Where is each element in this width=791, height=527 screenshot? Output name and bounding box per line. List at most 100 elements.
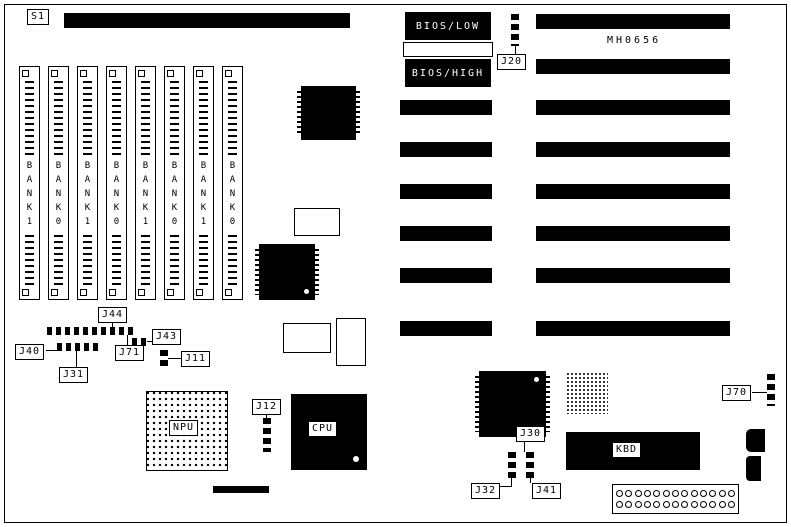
part-number: MH0656 bbox=[607, 35, 662, 46]
isa-slot-short-8 bbox=[400, 321, 492, 336]
j71-label: J71 bbox=[115, 345, 145, 361]
leader-line bbox=[524, 442, 525, 452]
simm-pin-row bbox=[199, 81, 208, 157]
keyboard-din-connector bbox=[746, 456, 761, 481]
ic-outline bbox=[294, 208, 340, 236]
bank-letter: K bbox=[113, 203, 120, 213]
j20-label: J20 bbox=[497, 54, 527, 70]
isa-slot-short-7 bbox=[400, 268, 492, 283]
simm-pin-row bbox=[199, 235, 208, 287]
kbd-chip: KBD bbox=[566, 432, 700, 470]
leader-line bbox=[500, 486, 512, 487]
isa-slot-long-3 bbox=[536, 100, 730, 115]
simm-notch bbox=[51, 289, 58, 296]
ic-outline bbox=[336, 318, 366, 366]
power-pin bbox=[643, 489, 651, 497]
leader-line bbox=[112, 322, 113, 327]
bank-letter: A bbox=[84, 175, 91, 185]
bank-letter: 1 bbox=[26, 217, 33, 227]
leader-line bbox=[168, 358, 181, 359]
simm-notch bbox=[109, 70, 116, 77]
power-pin bbox=[653, 489, 661, 497]
jumper-j41-pins bbox=[526, 452, 534, 478]
isa-slot-long-6 bbox=[536, 226, 730, 241]
bank-letter: B bbox=[171, 161, 178, 171]
bank-letter: N bbox=[84, 189, 91, 199]
dip-switch-s1 bbox=[64, 13, 350, 28]
isa-slot-short-4 bbox=[400, 142, 492, 157]
isa-slot-long-7 bbox=[536, 268, 730, 283]
power-pin bbox=[727, 489, 735, 497]
kbd-label: KBD bbox=[612, 442, 642, 458]
simm-pin-row bbox=[54, 81, 63, 157]
bank-letter: N bbox=[171, 189, 178, 199]
j40-label: J40 bbox=[15, 344, 45, 360]
bank-letter: A bbox=[26, 175, 33, 185]
bios-socket-outline bbox=[403, 42, 493, 57]
power-pin bbox=[634, 501, 642, 509]
power-pin bbox=[643, 501, 651, 509]
power-pin bbox=[718, 489, 726, 497]
npu-socket: NPU bbox=[146, 391, 228, 471]
j32-label: J32 bbox=[471, 483, 501, 499]
power-pin bbox=[625, 489, 633, 497]
isa-slot-long-5 bbox=[536, 184, 730, 199]
simm-notch bbox=[196, 70, 203, 77]
simm-notch bbox=[138, 70, 145, 77]
jumper-j43-pins bbox=[132, 338, 148, 346]
j30-label: J30 bbox=[516, 426, 546, 442]
ic-chip bbox=[255, 244, 319, 300]
power-pin bbox=[718, 501, 726, 509]
bank-letter: K bbox=[84, 203, 91, 213]
ic-outline bbox=[283, 323, 331, 353]
bank-letter: B bbox=[55, 161, 62, 171]
j70-label: J70 bbox=[722, 385, 752, 401]
power-pin bbox=[616, 489, 623, 497]
bank-letter: K bbox=[200, 203, 207, 213]
simm-notch bbox=[138, 289, 145, 296]
simm-notch bbox=[225, 70, 232, 77]
j44-label: J44 bbox=[98, 307, 128, 323]
npu-label: NPU bbox=[169, 420, 199, 436]
jumper-j11-pins bbox=[160, 350, 168, 366]
power-pin bbox=[699, 501, 707, 509]
bank-letter: N bbox=[26, 189, 33, 199]
simm-notch bbox=[80, 289, 87, 296]
simm-pin-row bbox=[25, 81, 34, 157]
bios-high-chip: BIOS/HIGH bbox=[405, 59, 491, 87]
simm-pin-row bbox=[83, 235, 92, 287]
power-pin-row bbox=[616, 489, 735, 497]
bank-letter: K bbox=[171, 203, 178, 213]
leader-line bbox=[147, 341, 153, 342]
pin1-dot bbox=[534, 377, 539, 382]
jumper-j12-pins bbox=[263, 418, 271, 452]
j31-label: J31 bbox=[59, 367, 89, 383]
jumper-j44-pins bbox=[47, 327, 133, 335]
power-pin bbox=[671, 489, 679, 497]
simm-notch bbox=[225, 289, 232, 296]
bank-letter: N bbox=[200, 189, 207, 199]
bank-letter: A bbox=[200, 175, 207, 185]
bank-letter: A bbox=[55, 175, 62, 185]
leader-line bbox=[511, 478, 512, 486]
simm-pin-row bbox=[112, 235, 121, 287]
power-pin bbox=[653, 501, 661, 509]
bank-letter: 0 bbox=[55, 217, 62, 227]
simm-notch bbox=[109, 289, 116, 296]
pin1-dot bbox=[304, 289, 309, 294]
power-pin bbox=[625, 501, 633, 509]
isa-slot-short-5 bbox=[400, 184, 492, 199]
power-pin bbox=[671, 501, 679, 509]
power-pin bbox=[727, 501, 735, 509]
leader-line bbox=[530, 478, 531, 483]
jumper-j20-pins bbox=[511, 14, 519, 46]
switch-s1-label: S1 bbox=[27, 9, 50, 25]
isa-slot-long-8 bbox=[536, 321, 730, 336]
